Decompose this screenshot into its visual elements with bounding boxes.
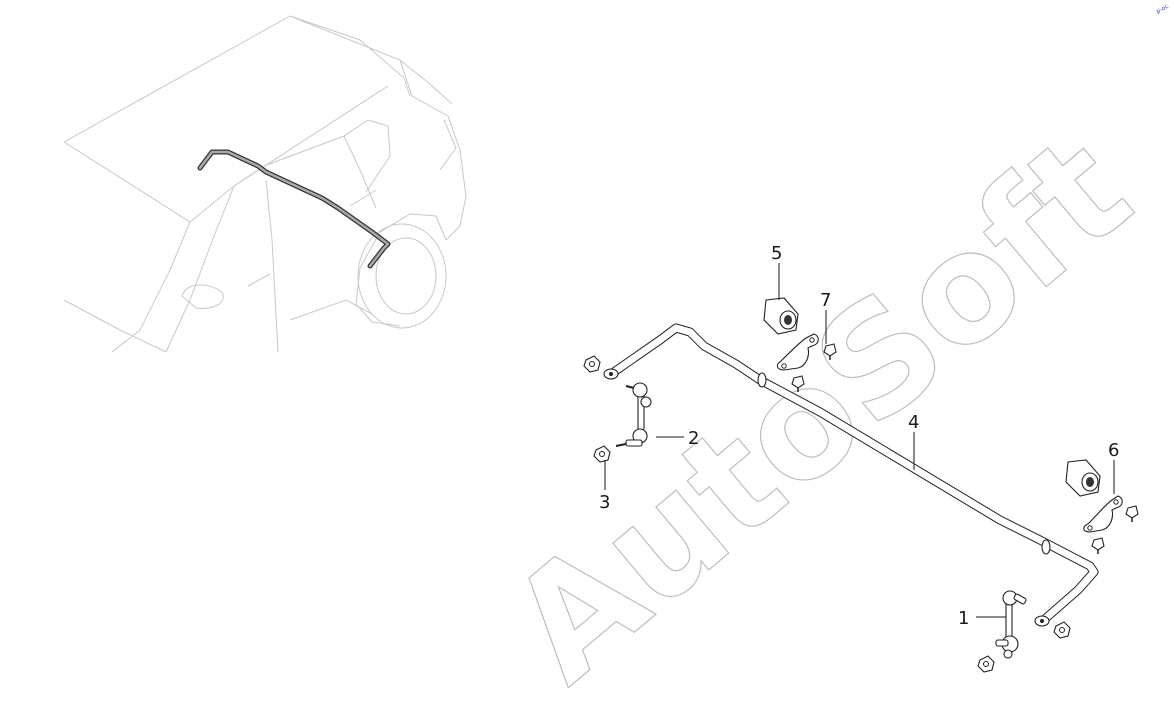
bolt-left-lower — [791, 375, 805, 392]
stabilizer-link-left — [615, 382, 652, 447]
corner-mark: p-oc — [1155, 3, 1170, 16]
callout-3: 3 — [599, 492, 610, 513]
watermark: AutoSoft — [478, 103, 1162, 709]
callout-leaders — [604, 263, 1115, 618]
bar-end-nut-left — [583, 355, 601, 373]
callout-6: 6 — [1108, 440, 1119, 461]
stabilizer-bar — [603, 323, 1099, 627]
callout-5: 5 — [771, 243, 782, 264]
link-nut-right — [977, 655, 995, 673]
stabilizer-link-right — [995, 590, 1027, 659]
bracket-left — [776, 333, 819, 371]
callout-7: 7 — [820, 290, 831, 311]
bushing-left — [763, 297, 799, 335]
bushing-right — [1065, 459, 1101, 497]
callout-4: 4 — [908, 412, 919, 433]
vehicle-outline — [63, 15, 467, 353]
link-nut — [593, 445, 611, 463]
callout-1: 1 — [958, 608, 969, 629]
bolt-left-upper — [823, 343, 837, 360]
bolt-right-upper — [1125, 505, 1139, 522]
callout-2: 2 — [688, 428, 699, 449]
bar-end-nut-right — [1053, 621, 1071, 639]
callout-labels: 1 2 3 4 5 6 7 — [599, 243, 1119, 629]
bolt-right-lower — [1091, 537, 1105, 554]
watermark-text: AutoSoft — [479, 103, 1162, 709]
bracket-right — [1083, 495, 1123, 533]
inset-stabilizer-bar — [197, 149, 391, 269]
